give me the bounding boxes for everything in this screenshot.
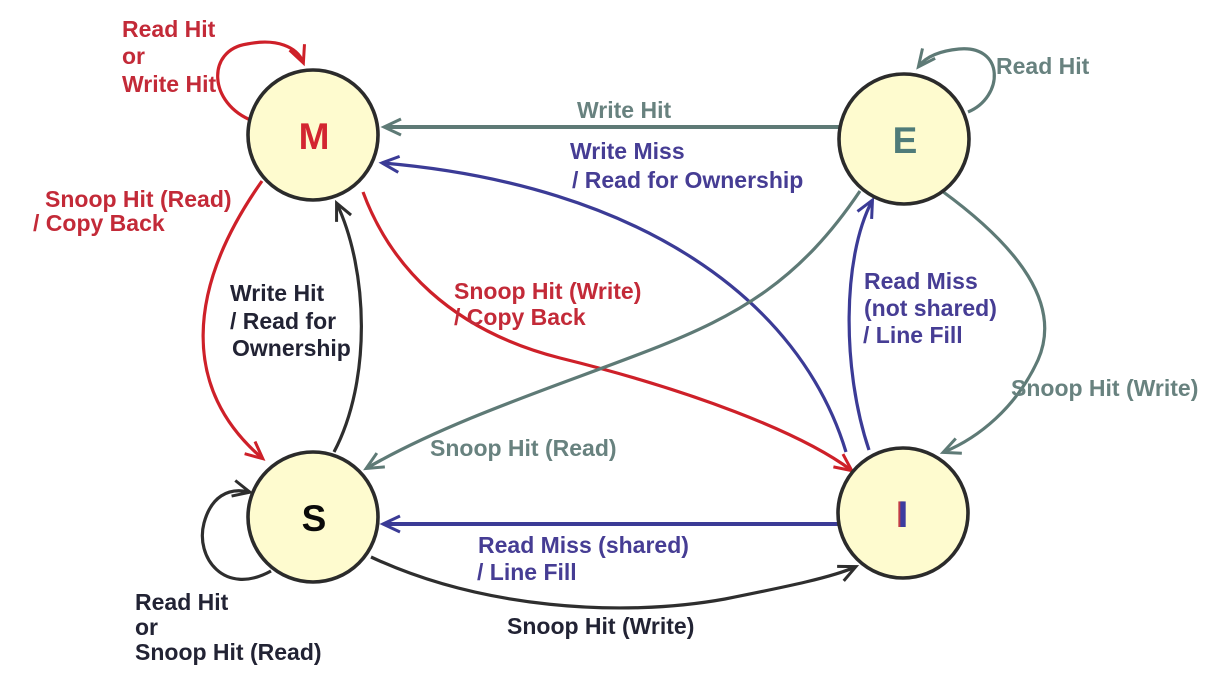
transition-i-to-e-label-line: (not shared): [864, 295, 997, 321]
transition-m-self: Read Hit or Write Hit: [122, 16, 306, 123]
transition-i-to-e-label-line: / Line Fill: [863, 322, 963, 348]
state-node-e: E: [837, 72, 971, 206]
transition-m-to-i-arrow: [361, 191, 855, 473]
transition-m-self-label-line: Read Hit: [122, 16, 216, 42]
transition-m-self-arrow: [216, 40, 306, 123]
state-circle-e: [837, 72, 971, 206]
transition-s-to-i-label-line: Snoop Hit (Write): [507, 613, 694, 639]
state-circle-m: [246, 68, 380, 202]
transition-m-to-s-label-line: / Copy Back: [33, 210, 165, 236]
transition-i-to-m: Write Miss / Read for Ownership: [378, 138, 848, 453]
transition-e-to-m-label-line: Write Hit: [577, 97, 671, 123]
transition-i-to-m-arrow: [378, 154, 848, 453]
state-letter-i: I: [898, 494, 908, 535]
transition-s-to-m-label-line: / Read for: [230, 308, 336, 334]
transition-m-self-label-line: or: [122, 43, 145, 69]
transition-s-to-i: Snoop Hit (Write): [370, 555, 860, 639]
transition-e-to-i-label-line: Snoop Hit (Write): [1011, 375, 1198, 401]
transition-i-to-e-arrow: [847, 196, 875, 451]
transition-s-self: Read Hit or Snoop Hit (Read): [135, 479, 322, 665]
transition-s-to-m-label-line: Ownership: [232, 335, 351, 361]
transition-e-self-arrow: [916, 47, 996, 114]
transition-e-to-s-arrow: [363, 190, 862, 471]
transition-s-self-label-line: or: [135, 614, 158, 640]
transition-m-to-i: Snoop Hit (Write) / Copy Back: [361, 191, 855, 473]
transition-e-to-i-arrow: [939, 189, 1047, 455]
transition-s-to-i-arrow: [370, 555, 860, 610]
transition-s-to-m: Write Hit / Read for Ownership: [230, 199, 363, 453]
transition-e-self: Read Hit: [916, 47, 1090, 114]
transition-m-to-s: Snoop Hit (Read) / Copy Back: [33, 180, 266, 461]
transition-i-to-s-label-line: Read Miss (shared): [478, 532, 689, 558]
transition-e-self-label-line: Read Hit: [996, 53, 1090, 79]
transition-s-to-m-label-line: Write Hit: [230, 280, 324, 306]
state-letter-s: S: [302, 498, 327, 539]
transition-s-to-m-arrow: [332, 199, 363, 453]
transition-m-to-s-arrow: [201, 180, 266, 461]
transition-s-self-arrow: [200, 479, 272, 581]
transition-i-to-s: Read Miss (shared) / Line Fill: [379, 514, 838, 585]
transition-m-to-i-label-line: Snoop Hit (Write): [454, 278, 641, 304]
transition-m-to-s-label-line: Snoop Hit (Read): [45, 186, 232, 212]
transition-i-to-e: Read Miss (not shared) / Line Fill: [847, 196, 997, 451]
state-letter-e: E: [893, 120, 918, 161]
state-node-m: M: [246, 68, 380, 202]
transition-e-to-s-label-line: Snoop Hit (Read): [430, 435, 617, 461]
state-letter-i-fringe: I: [896, 494, 906, 535]
transition-i-to-e-label-line: Read Miss: [864, 268, 978, 294]
transition-e-to-s: Snoop Hit (Read): [363, 190, 862, 471]
transition-e-to-i: Snoop Hit (Write): [939, 189, 1198, 455]
state-letter-m: M: [299, 116, 330, 157]
transition-s-self-label-line: Read Hit: [135, 589, 229, 615]
state-circle-s: [246, 450, 380, 584]
state-node-s: S: [246, 450, 380, 584]
transition-e-to-m: Write Hit: [380, 97, 839, 137]
transition-i-to-s-label-line: / Line Fill: [477, 559, 577, 585]
transition-m-to-i-label-line: / Copy Back: [454, 304, 586, 330]
transition-i-to-m-label-line: / Read for Ownership: [572, 167, 803, 193]
transition-i-to-m-label-line: Write Miss: [570, 138, 685, 164]
state-circle-i: [836, 446, 970, 580]
transition-m-self-label-line: Write Hit: [122, 71, 216, 97]
transition-s-self-label-line: Snoop Hit (Read): [135, 639, 322, 665]
state-node-i: I I: [836, 446, 970, 580]
